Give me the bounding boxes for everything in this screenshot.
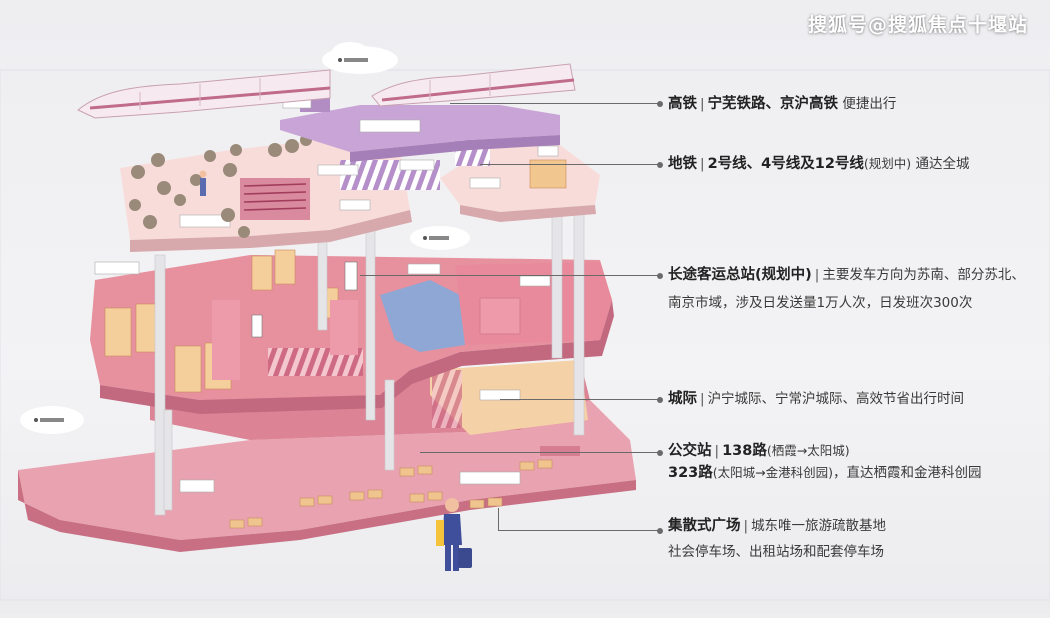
floor-rail <box>77 63 576 162</box>
floor-bus-station <box>90 249 614 414</box>
pillars <box>154 199 585 516</box>
annotation-bus-station: 长途客运总站(规划中)|主要发车方向为苏南、部分苏北、 南京市域，涉及日发送量1… <box>668 267 1025 311</box>
traveler-icon <box>436 498 472 571</box>
annotation-metro: 地铁|2号线、4号线及12号线(规划中) 通达全城 <box>668 156 970 172</box>
train-icon <box>77 63 576 119</box>
annotation-rail: 高铁|宁芜铁路、京沪高铁 便捷出行 <box>668 96 897 112</box>
logo-icon <box>34 58 449 422</box>
annotation-plaza: 集散式广场|城东唯一旅游疏散基地 社会停车场、出租站场和配套停车场 <box>668 518 887 560</box>
annotation-intercity: 城际|沪宁城际、宁常沪城际、高效节省出行时间 <box>668 391 965 407</box>
tree-icon <box>129 134 312 238</box>
annotation-bus-stop: 公交站|138路(栖霞→太阳城) 323路(太阳城→金港科创园)，直达栖霞和金港… <box>668 443 982 481</box>
floor-metro <box>120 134 600 252</box>
watermark: 搜狐号@搜狐焦点十堰站 <box>807 14 1028 36</box>
